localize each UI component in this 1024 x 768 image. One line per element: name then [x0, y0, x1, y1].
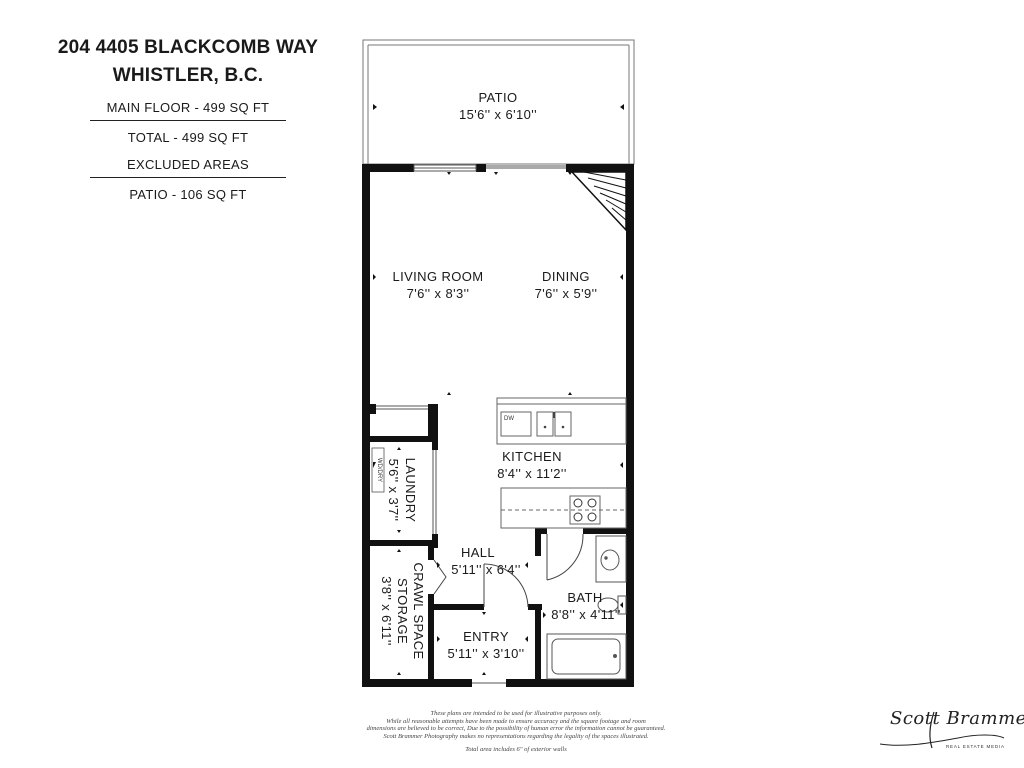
disclaimer-line: While all reasonable attempts have been … [386, 717, 646, 725]
address-line-2: WHISTLER, B.C. [112, 65, 264, 86]
bathtub [546, 633, 627, 680]
total-area-note: Total area includes 6" of exterior walls [465, 746, 567, 753]
entry-label: ENTRY [463, 629, 509, 644]
disclaimer-line: Scott Brammer Photography makes no repre… [383, 732, 649, 740]
patio-outline [362, 39, 635, 165]
address-line-1: 204 4405 BLACKCOMB WAY [57, 37, 319, 58]
laundry-door [376, 405, 437, 534]
kitchen-counter-top [496, 397, 627, 445]
sink-faucet [543, 412, 565, 429]
patio-markers [373, 104, 624, 110]
laundry-label: LAUNDRY [403, 458, 418, 523]
bath-door [546, 533, 584, 581]
bath-dims: 8'8'' x 4'11'' [551, 607, 620, 622]
bath-sink [595, 535, 627, 583]
total-area: TOTAL - 499 SQ FT [127, 130, 249, 145]
entry-dims: 5'11'' x 3'10'' [447, 646, 524, 661]
excluded-areas-label: EXCLUDED AREAS [127, 157, 249, 172]
patio-area: PATIO - 106 SQ FT [129, 187, 247, 202]
disclaimer-line: dimensions are believed to be correct, D… [366, 725, 666, 732]
sliding-door [413, 164, 566, 172]
disclaimer: These plans are intended to be used for … [316, 710, 716, 740]
divider [90, 177, 286, 178]
signature-swash-icon [879, 711, 1005, 749]
crawl-space-dims: 3'8'' x 6'11'' [379, 576, 394, 645]
toilet [597, 595, 627, 615]
patio-dims: 15'6'' x 6'10'' [459, 107, 537, 122]
patio-label: PATIO [478, 90, 517, 105]
crawl-space-door [433, 559, 447, 595]
crawl-space-label: CRAWL SPACE [411, 562, 426, 659]
front-door [472, 679, 506, 687]
bath-label: BATH [567, 590, 602, 605]
interior-walls [370, 404, 628, 684]
disclaimer-line: These plans are intended to be used for … [430, 710, 602, 717]
storage-label: STORAGE [395, 578, 410, 644]
brand-name: Scott Brammer [890, 708, 1024, 729]
dining-dims: 7'6'' x 5'9'' [535, 286, 598, 301]
laundry-dims: 5'6'' x 3'7'' [386, 459, 401, 522]
washer-dryer-label: WD/DRY [376, 458, 382, 482]
brand-tagline: REAL ESTATE MEDIA [946, 744, 1005, 749]
stove-burners [573, 498, 597, 522]
hall-dims: 5'11'' x 6'4'' [451, 562, 520, 577]
hall-label: HALL [461, 545, 495, 560]
divider [90, 120, 286, 121]
listing-info: 204 4405 BLACKCOMB WAY WHISTLER, B.C. MA… [20, 34, 356, 205]
main-floor-area: MAIN FLOOR - 499 SQ FT [106, 100, 270, 115]
kitchen-counter-bottom [500, 487, 627, 529]
dining-label: DINING [542, 269, 590, 284]
living-room-label: LIVING ROOM [392, 269, 483, 284]
brand-logo: Scott Brammer REAL ESTATE MEDIA [876, 704, 1024, 758]
kitchen-label: KITCHEN [502, 449, 562, 464]
entry-door [483, 563, 529, 608]
kitchen-dims: 8'4'' x 11'2'' [497, 466, 566, 481]
dishwasher-label: DW [504, 416, 514, 422]
dimension-markers [373, 172, 623, 675]
washer-dryer: WD/DRY [371, 447, 385, 493]
living-room-dims: 7'6'' x 8'3'' [407, 286, 470, 301]
corner-stairs [570, 171, 627, 232]
